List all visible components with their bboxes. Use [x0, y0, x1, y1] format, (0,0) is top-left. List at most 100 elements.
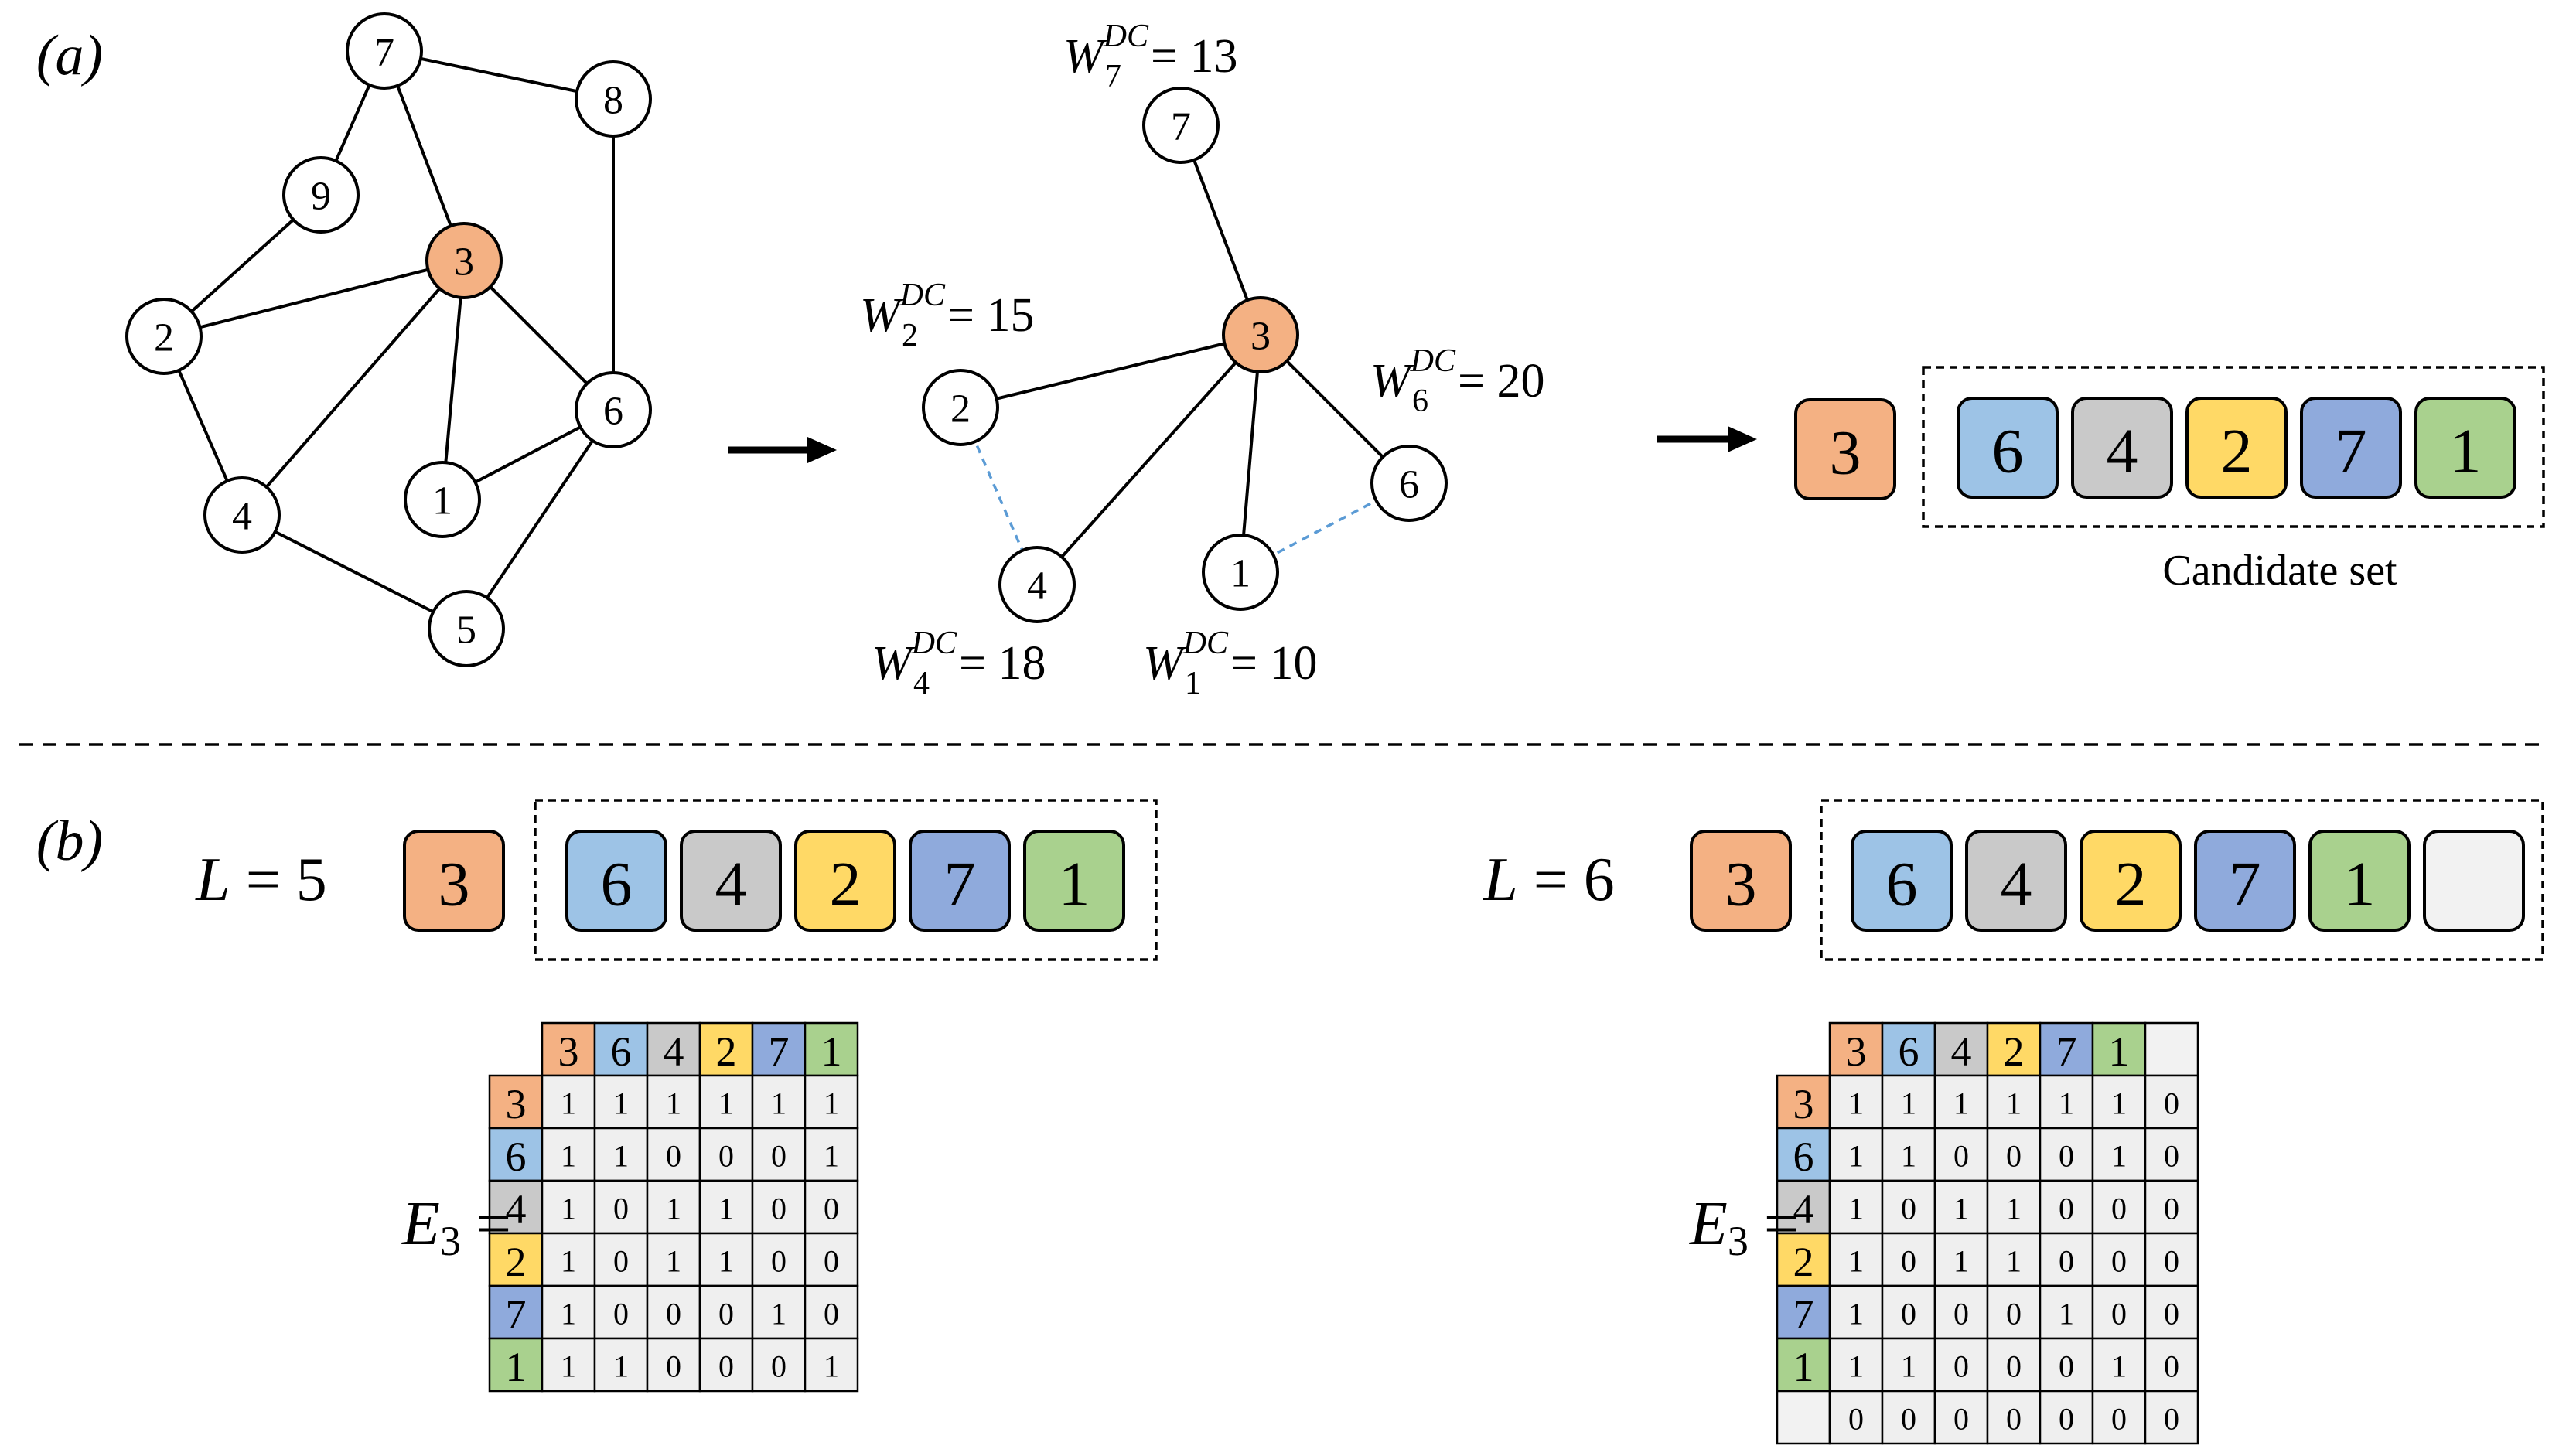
- graph-node-4-circle: [203, 476, 281, 554]
- seq-box-4-rect: [680, 830, 782, 932]
- graph-node-8: 8: [575, 60, 652, 138]
- matrix-cell-value: 1: [666, 1192, 681, 1226]
- row-header-cell: [1776, 1390, 1831, 1445]
- candidate-box-2: 2: [2185, 397, 2288, 499]
- matrix-cell: [751, 1127, 807, 1182]
- matrix-cell-value: 0: [824, 1244, 839, 1279]
- matrix-cell: [1828, 1284, 1884, 1340]
- col-header-cell: [751, 1021, 807, 1077]
- matrix-cell-value: 0: [2164, 1244, 2179, 1279]
- matrix-cell-value: 0: [1953, 1402, 1969, 1437]
- matrix-cell: [593, 1337, 649, 1393]
- graph-edge-3-4: [241, 259, 466, 517]
- matrix-cell-value: 1: [2006, 1244, 2022, 1279]
- matrix-cell: [1881, 1284, 1936, 1340]
- matrix-cell-value: 1: [1953, 1086, 1969, 1121]
- seq-box-7-label: 7: [944, 849, 976, 919]
- arrow-2-head: [1728, 426, 1757, 452]
- matrix-cell: [2039, 1337, 2094, 1393]
- matrix-cell-value: 0: [2111, 1244, 2127, 1279]
- L-label: L = 6: [1483, 846, 1615, 914]
- graph-node-8-circle: [575, 60, 652, 138]
- graph-node-3-label: 3: [454, 240, 474, 285]
- panel-label-b: (b): [36, 810, 103, 873]
- matrix-cell-value: 0: [771, 1244, 786, 1279]
- seq-box-1-label: 1: [1059, 849, 1090, 919]
- graph-node-5-label: 5: [456, 609, 476, 653]
- graph-node-9-circle: [282, 156, 360, 234]
- row-header-label: 1: [1793, 1344, 1814, 1390]
- seq-box-6-rect: [1851, 830, 1953, 932]
- matrix-cell-value: 1: [824, 1349, 839, 1384]
- sub-node-1-label: 1: [1230, 552, 1250, 596]
- matrix-cell: [1933, 1179, 1989, 1235]
- graph-node-3-circle: [425, 222, 503, 299]
- matrix-cell: [646, 1284, 701, 1340]
- candidate-box-7-rect: [2300, 397, 2402, 499]
- matrix-cell-value: 1: [666, 1086, 681, 1121]
- sub-node-7: 7: [1142, 87, 1220, 164]
- row-header-label: 1: [506, 1344, 527, 1390]
- matrix-cell: [698, 1127, 754, 1182]
- matrix-cell-value: 0: [2164, 1297, 2179, 1332]
- seq-box-4-rect: [1965, 830, 2067, 932]
- matrix-label: E3 =: [401, 1190, 511, 1264]
- matrix-cell-value: 0: [613, 1192, 629, 1226]
- seq-box-6: 6: [565, 830, 667, 932]
- row-header-label: 7: [1793, 1291, 1814, 1338]
- row-header-cell: [488, 1232, 544, 1287]
- matrix-cell: [541, 1337, 596, 1393]
- matrix-cell-value: 0: [718, 1297, 734, 1332]
- seq-box-1-rect: [1023, 830, 1125, 932]
- seq-box-7-rect: [909, 830, 1011, 932]
- graph-edge-4-5: [241, 513, 467, 630]
- graph-node-6-label: 6: [603, 390, 623, 434]
- seq-box-2-rect: [794, 830, 896, 932]
- matrix-cell: [2091, 1127, 2147, 1182]
- row-header-label: 3: [1793, 1081, 1814, 1127]
- matrix-cell-value: 0: [824, 1297, 839, 1332]
- sub-node-7-circle: [1142, 87, 1220, 164]
- panel-label-a: (a): [36, 24, 103, 87]
- graph-node-1-circle: [404, 461, 481, 538]
- col-header-label: 7: [769, 1028, 790, 1075]
- matrix-cell-value: 0: [718, 1349, 734, 1384]
- matrix-cell: [541, 1074, 596, 1130]
- candidate-set-border: [534, 799, 1158, 961]
- candidate-box-2-label: 2: [2221, 416, 2253, 486]
- matrix-cell-value: 1: [2059, 1297, 2074, 1332]
- matrix-cell: [1828, 1179, 1884, 1235]
- candidate-box-7: 7: [2300, 397, 2402, 499]
- sub-node-4-circle: [998, 546, 1076, 623]
- matrix-cell-value: 1: [1953, 1244, 1969, 1279]
- matrix-cell-value: 1: [613, 1139, 629, 1174]
- candidate-box-6: 6: [1957, 397, 2059, 499]
- matrix-cell: [541, 1232, 596, 1287]
- candidate-box-1: 1: [2414, 397, 2516, 499]
- center-box-rect: [403, 830, 505, 932]
- matrix-cell: [646, 1337, 701, 1393]
- matrix-cell-value: 1: [824, 1086, 839, 1121]
- row-header-cell: [488, 1337, 544, 1393]
- graph-node-5: 5: [428, 590, 505, 667]
- sub-edge-3-1: [1239, 334, 1262, 573]
- matrix-cell-value: 0: [1953, 1297, 1969, 1332]
- matrix-cell: [593, 1179, 649, 1235]
- matrix-cell-value: 1: [718, 1192, 734, 1226]
- candidate-box-6-rect: [1957, 397, 2059, 499]
- matrix-cell-value: 1: [1901, 1349, 1916, 1384]
- matrix-cell: [804, 1179, 859, 1235]
- sub-node-3: 3: [1222, 296, 1299, 373]
- sub-node-6-label: 6: [1399, 463, 1419, 507]
- matrix-cell-value: 0: [1848, 1402, 1864, 1437]
- graph-node-2-circle: [125, 298, 203, 375]
- matrix-cell-value: 0: [771, 1192, 786, 1226]
- matrix-cell: [1933, 1074, 1989, 1130]
